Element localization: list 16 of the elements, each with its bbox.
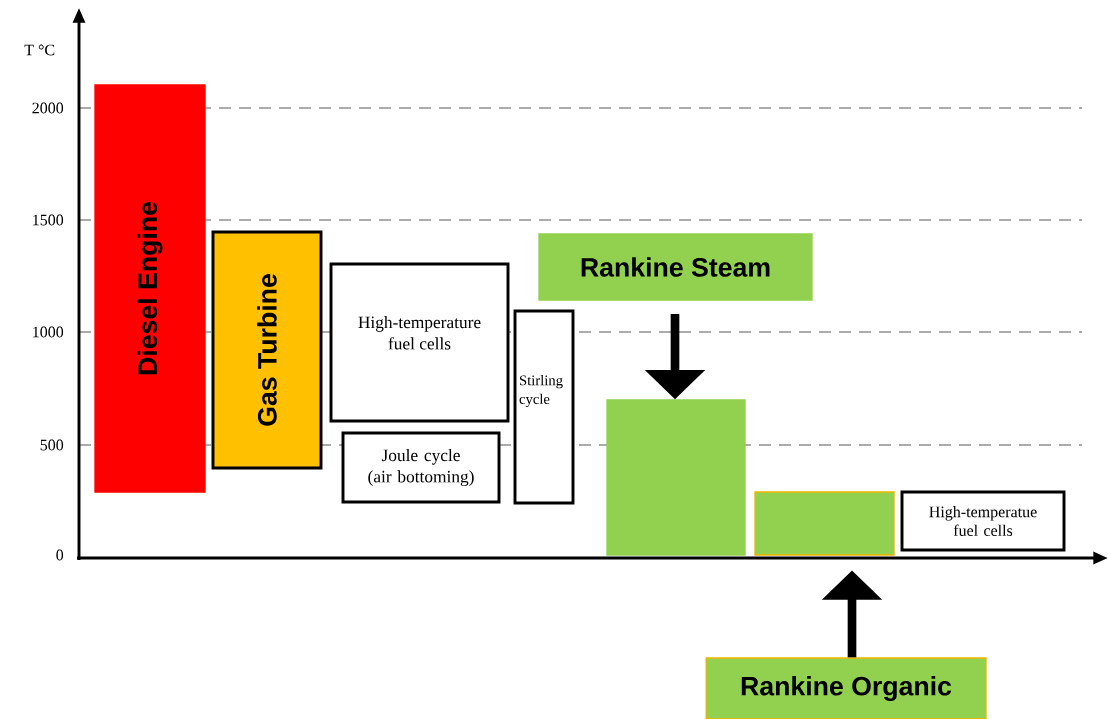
tick-label: 0 bbox=[56, 549, 64, 561]
tick-label: 1000 bbox=[33, 326, 64, 338]
tick-label: 2000 bbox=[32, 102, 64, 114]
range-box: High-temperatue fuel cells bbox=[900, 490, 1066, 552]
range-bar bbox=[754, 491, 895, 556]
axis-title: T °C bbox=[24, 44, 55, 56]
range-bar bbox=[606, 399, 746, 556]
tick-label: 500 bbox=[40, 439, 64, 451]
label-box: Rankine Organic bbox=[705, 657, 987, 719]
label-box: Rankine Steam bbox=[538, 233, 813, 301]
range-box: Gas Turbine bbox=[211, 230, 323, 470]
range-box: Joule cycle (air bottoming) bbox=[341, 431, 501, 504]
range-box: Stirling cycle bbox=[513, 309, 575, 505]
range-box: Diesel Engine bbox=[94, 84, 206, 493]
range-box: High-temperature fuel cells bbox=[329, 262, 510, 423]
tick-label: 1500 bbox=[33, 214, 64, 226]
